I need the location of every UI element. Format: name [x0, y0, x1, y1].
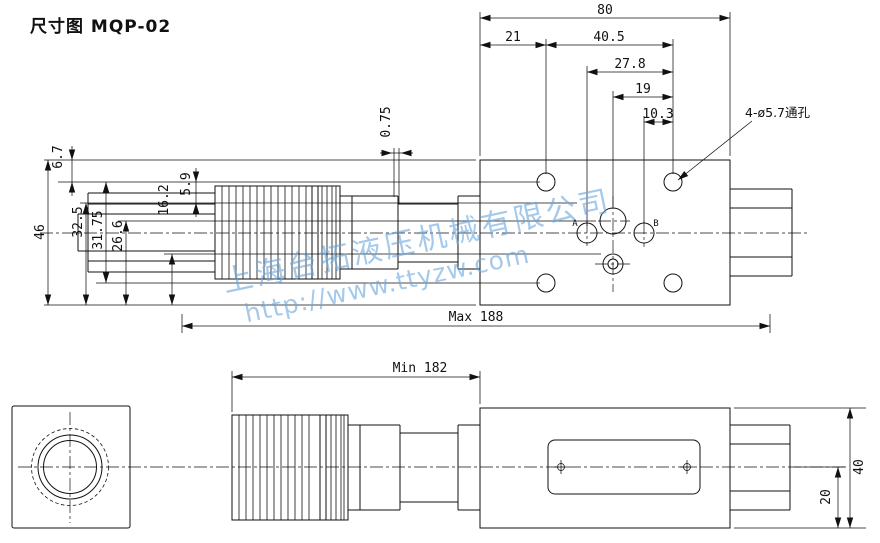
top-view-dimensions-left: 46 6.7 32.5 31.75 26.6 16.2 5.9 — [33, 106, 601, 306]
dim-10-3: 10.3 — [642, 107, 673, 122]
side-view-hex-nut — [730, 424, 791, 511]
dim-0-75: 0.75 — [379, 106, 394, 137]
port-b-label: B — [653, 219, 658, 229]
dim-5-9: 5.9 — [179, 172, 194, 195]
mount-hole — [663, 273, 683, 293]
mount-hole — [663, 172, 683, 192]
dim-32-5: 32.5 — [71, 206, 86, 237]
dim-27-8: 27.8 — [614, 57, 645, 72]
side-view: 40 20 — [18, 407, 867, 529]
dim-6-7: 6.7 — [51, 145, 66, 168]
port-mark-left — [554, 460, 568, 474]
nameplate-recess — [547, 439, 701, 495]
holes-note: 4-ø5.7通孔 — [745, 105, 810, 120]
side-view-mounting-body — [479, 407, 731, 529]
dim-21: 21 — [505, 30, 521, 45]
dim-31-75: 31.75 — [91, 210, 106, 249]
side-view-valve-body — [231, 414, 480, 521]
top-view-hex-nut — [730, 188, 793, 277]
dim-26-6: 26.6 — [111, 220, 126, 251]
side-view-dimensions-right: 40 20 — [734, 407, 867, 529]
dim-80: 80 — [597, 3, 613, 18]
dim-min-182: Min 182 — [393, 361, 448, 376]
top-view-valve-body — [77, 185, 480, 280]
page-title: 尺寸图 MQP-02 — [30, 17, 172, 37]
knurl-stripes-side — [238, 415, 310, 520]
dim-19: 19 — [635, 82, 651, 97]
dim-46: 46 — [33, 224, 48, 240]
dim-16-2: 16.2 — [157, 184, 172, 215]
dim-max-188: Max 188 — [449, 310, 504, 325]
knurl-stripes-top — [221, 186, 307, 279]
end-view — [11, 405, 131, 529]
port-p — [599, 207, 627, 235]
port-a-label: A — [572, 219, 578, 229]
port-t — [602, 253, 624, 275]
dim-40: 40 — [852, 459, 867, 475]
dim-40-5: 40.5 — [593, 30, 624, 45]
top-view-dimensions-top: 80 21 40.5 27.8 19 10.3 4-ø5.7通孔 — [479, 3, 810, 226]
top-view: A B 80 21 40.5 27.8 19 10.3 — [33, 3, 810, 306]
top-view-centerlines — [40, 196, 808, 292]
length-dimensions: Max 188 Min 182 — [181, 310, 771, 412]
port-mark-right — [680, 460, 694, 474]
dim-20: 20 — [819, 489, 834, 505]
